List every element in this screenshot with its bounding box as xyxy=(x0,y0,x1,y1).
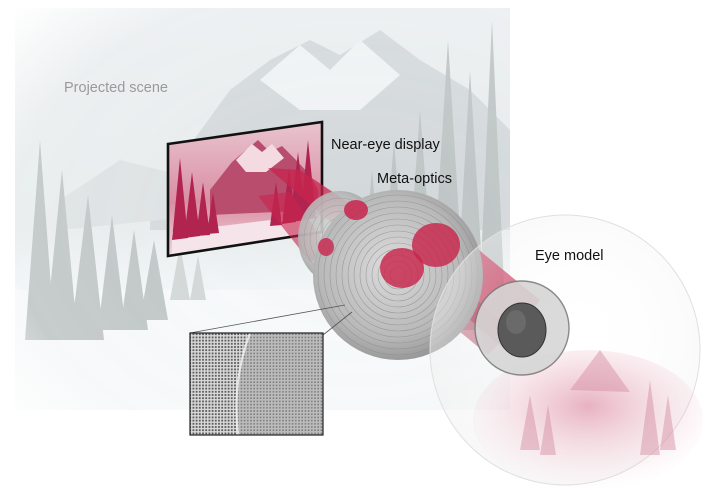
label-near-eye-display: Near-eye display xyxy=(331,137,440,153)
label-meta-optics: Meta-optics xyxy=(377,171,452,187)
label-eye-model: Eye model xyxy=(535,248,604,264)
zoom-line-top xyxy=(189,304,346,334)
label-projected-scene: Projected scene xyxy=(64,80,168,96)
eye-model xyxy=(429,214,703,490)
zoom-line-right xyxy=(322,311,353,336)
retina-image xyxy=(473,350,703,490)
metasurface-zoom-inset xyxy=(189,304,353,436)
